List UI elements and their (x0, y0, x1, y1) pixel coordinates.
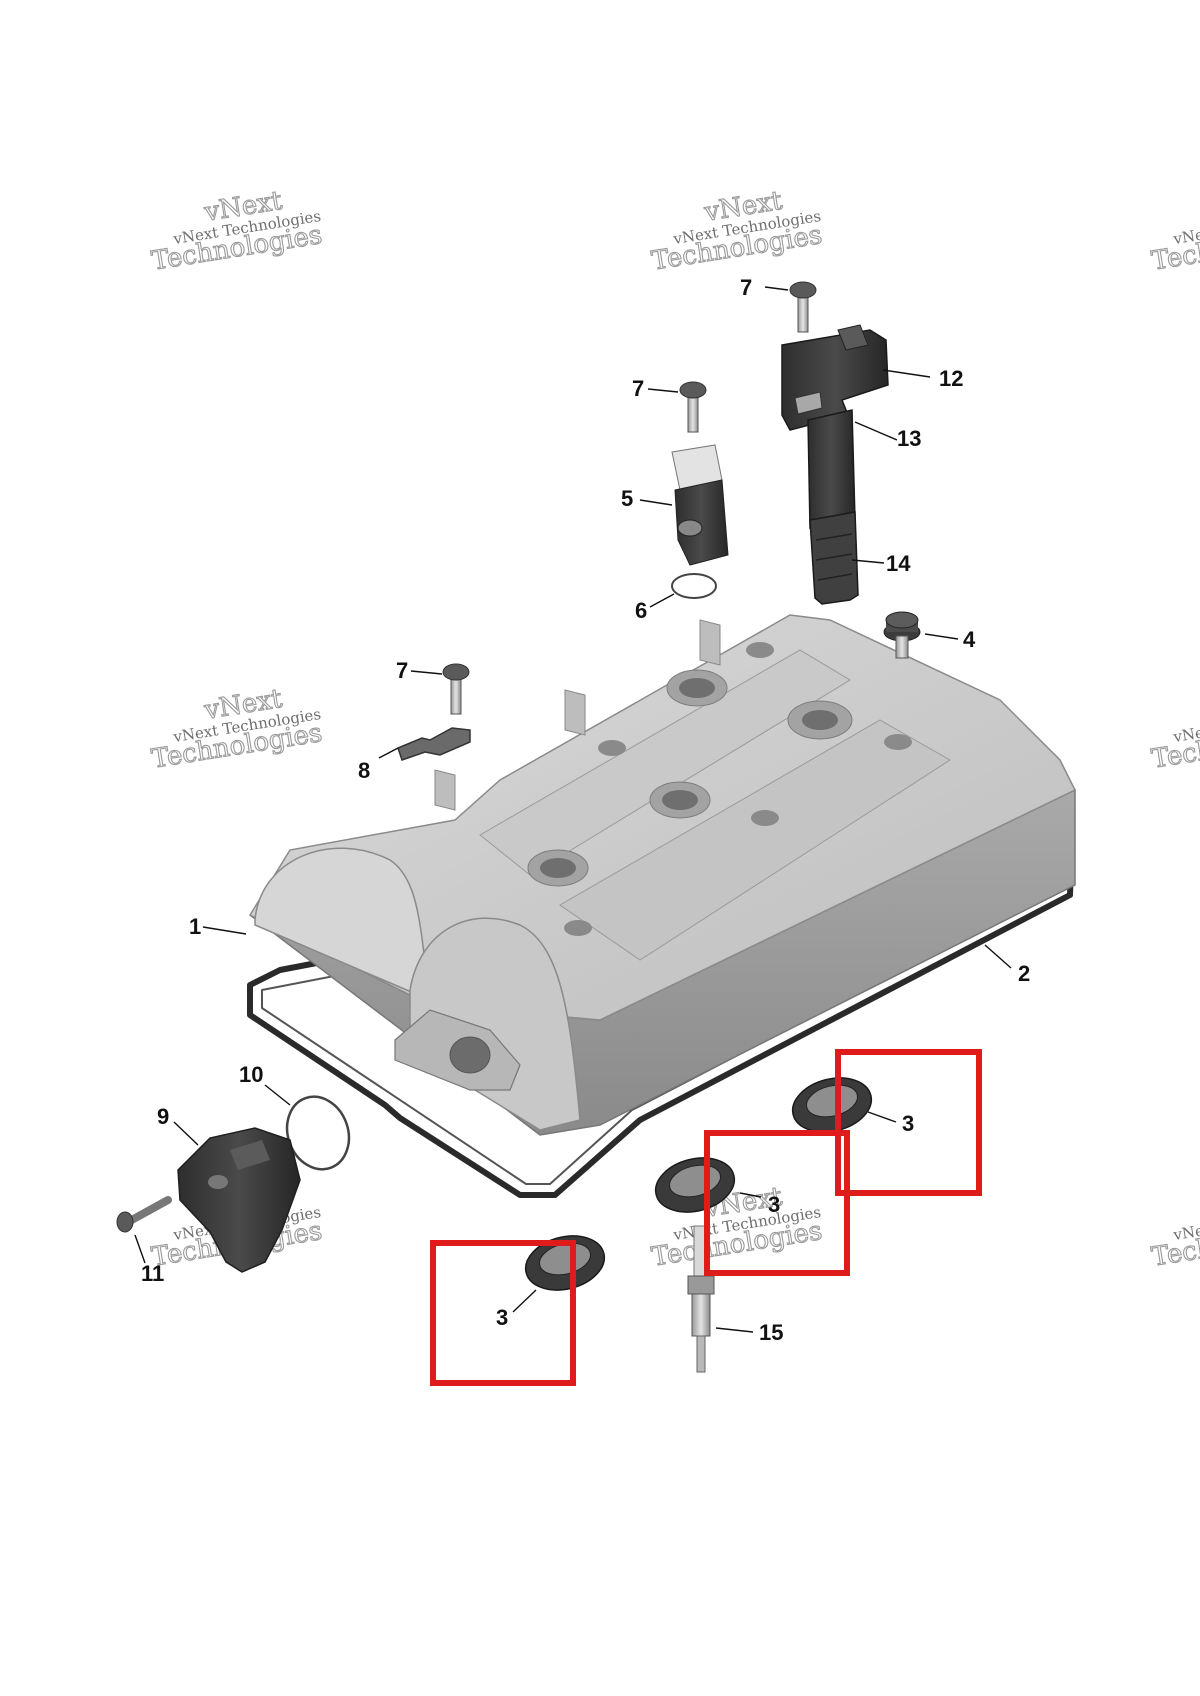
watermark: vNext Technologies Technologies (1149, 207, 1200, 277)
callout-part-3: 3 (768, 1192, 780, 1217)
callout-part-11: 11 (141, 1261, 164, 1286)
seal-part (791, 1077, 873, 1133)
watermark: vNext Technologies Technologies (1149, 705, 1200, 775)
callout-part-14: 14 (886, 551, 911, 576)
watermark: vNext vNext Technologies Technologies (149, 185, 325, 277)
watermark: vNext vNext Technologies Technologies (649, 185, 825, 277)
o-ring-part (671, 573, 717, 599)
callout-part-9: 9 (157, 1104, 169, 1129)
highlight-boxes (430, 1049, 982, 1386)
callout-part-15: 15 (759, 1320, 783, 1345)
actuator-part (177, 1127, 301, 1273)
leader-lines (134, 286, 1012, 1333)
valve-cover-part (248, 614, 1077, 1136)
screw-part (442, 663, 470, 715)
watermark: vNext vNext Technologies Technologies (149, 683, 325, 775)
callout-part-7: 7 (632, 376, 644, 401)
watermark: vNext Technologies Technologies (1149, 1203, 1200, 1273)
callout-part-7: 7 (396, 658, 408, 683)
screw-part (679, 381, 707, 433)
seal-part (524, 1235, 606, 1291)
callout-part-5: 5 (621, 486, 633, 511)
screw-part (789, 281, 817, 333)
plug-screw-part (883, 611, 921, 659)
callout-part-1: 1 (189, 914, 201, 939)
highlight-box (704, 1130, 850, 1276)
callout-part-12: 12 (939, 366, 963, 391)
callout-part-13: 13 (897, 426, 921, 451)
screw-part (116, 1196, 172, 1233)
callout-part-8: 8 (358, 758, 370, 783)
sensor-part (671, 444, 729, 566)
callout-part-7: 7 (740, 275, 752, 300)
callout-part-2: 2 (1018, 961, 1030, 986)
highlight-box (835, 1049, 982, 1196)
callout-part-3: 3 (902, 1111, 914, 1136)
highlight-box (430, 1240, 576, 1386)
ignition-coil-part (781, 324, 889, 605)
callouts: 1 2 3 3 3 4 5 6 7 7 7 8 9 10 11 12 13 14… (141, 275, 1030, 1345)
bracket-part (397, 727, 471, 761)
callout-part-4: 4 (963, 627, 976, 652)
callout-part-3: 3 (496, 1305, 508, 1330)
callout-part-10: 10 (239, 1062, 263, 1087)
callout-part-6: 6 (635, 598, 647, 623)
